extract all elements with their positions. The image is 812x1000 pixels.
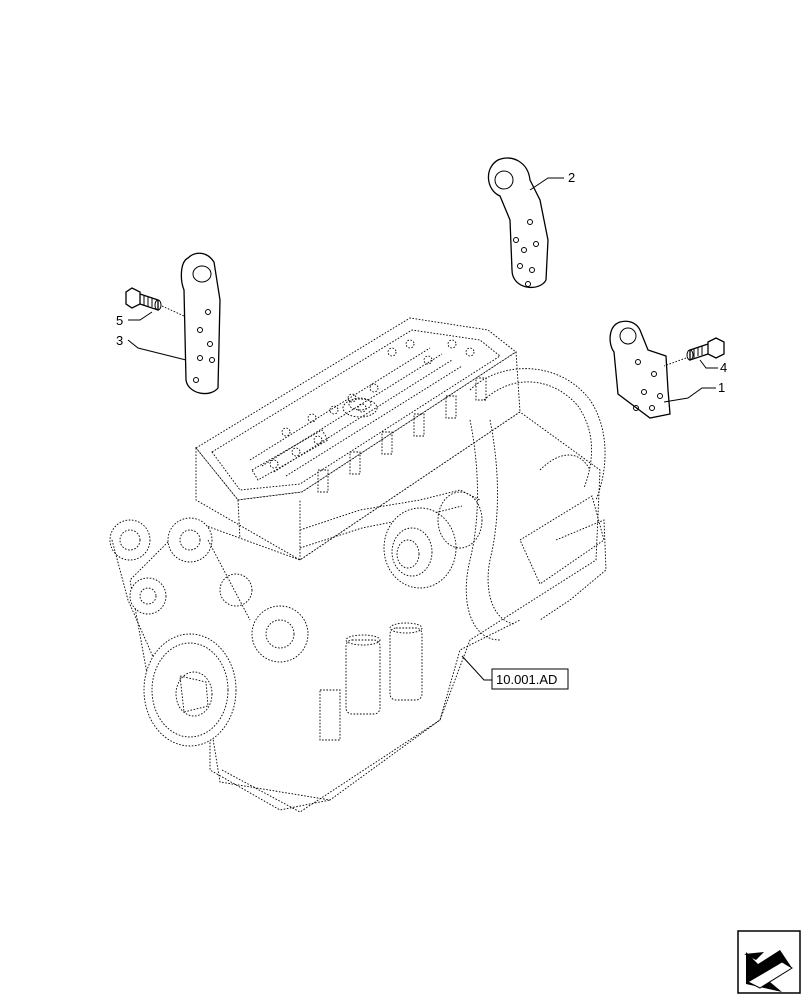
leader-lines <box>127 177 718 681</box>
callout-3: 3 <box>116 333 123 348</box>
bracket-part-3 <box>180 252 221 395</box>
reference-box[interactable] <box>491 668 569 690</box>
bracket-part-1 <box>609 320 671 419</box>
bracket-part-2 <box>487 157 549 289</box>
bolt-part-5 <box>125 287 185 317</box>
callout-2: 2 <box>568 170 575 185</box>
crank-damper <box>143 633 237 747</box>
front-accessories <box>109 517 309 701</box>
bolt-part-4 <box>663 337 725 367</box>
next-page-arrow-icon[interactable] <box>737 930 801 994</box>
callout-4: 4 <box>720 360 727 375</box>
reference-label[interactable]: 10.001.AD <box>496 672 557 687</box>
valve-cover-pattern <box>249 339 475 477</box>
turbocharger <box>383 491 483 589</box>
callout-5: 5 <box>116 313 123 328</box>
callout-1: 1 <box>718 380 725 395</box>
filters <box>319 622 423 741</box>
engine-assembly <box>109 317 607 813</box>
reference-link[interactable]: 10.001.AD <box>491 668 569 690</box>
